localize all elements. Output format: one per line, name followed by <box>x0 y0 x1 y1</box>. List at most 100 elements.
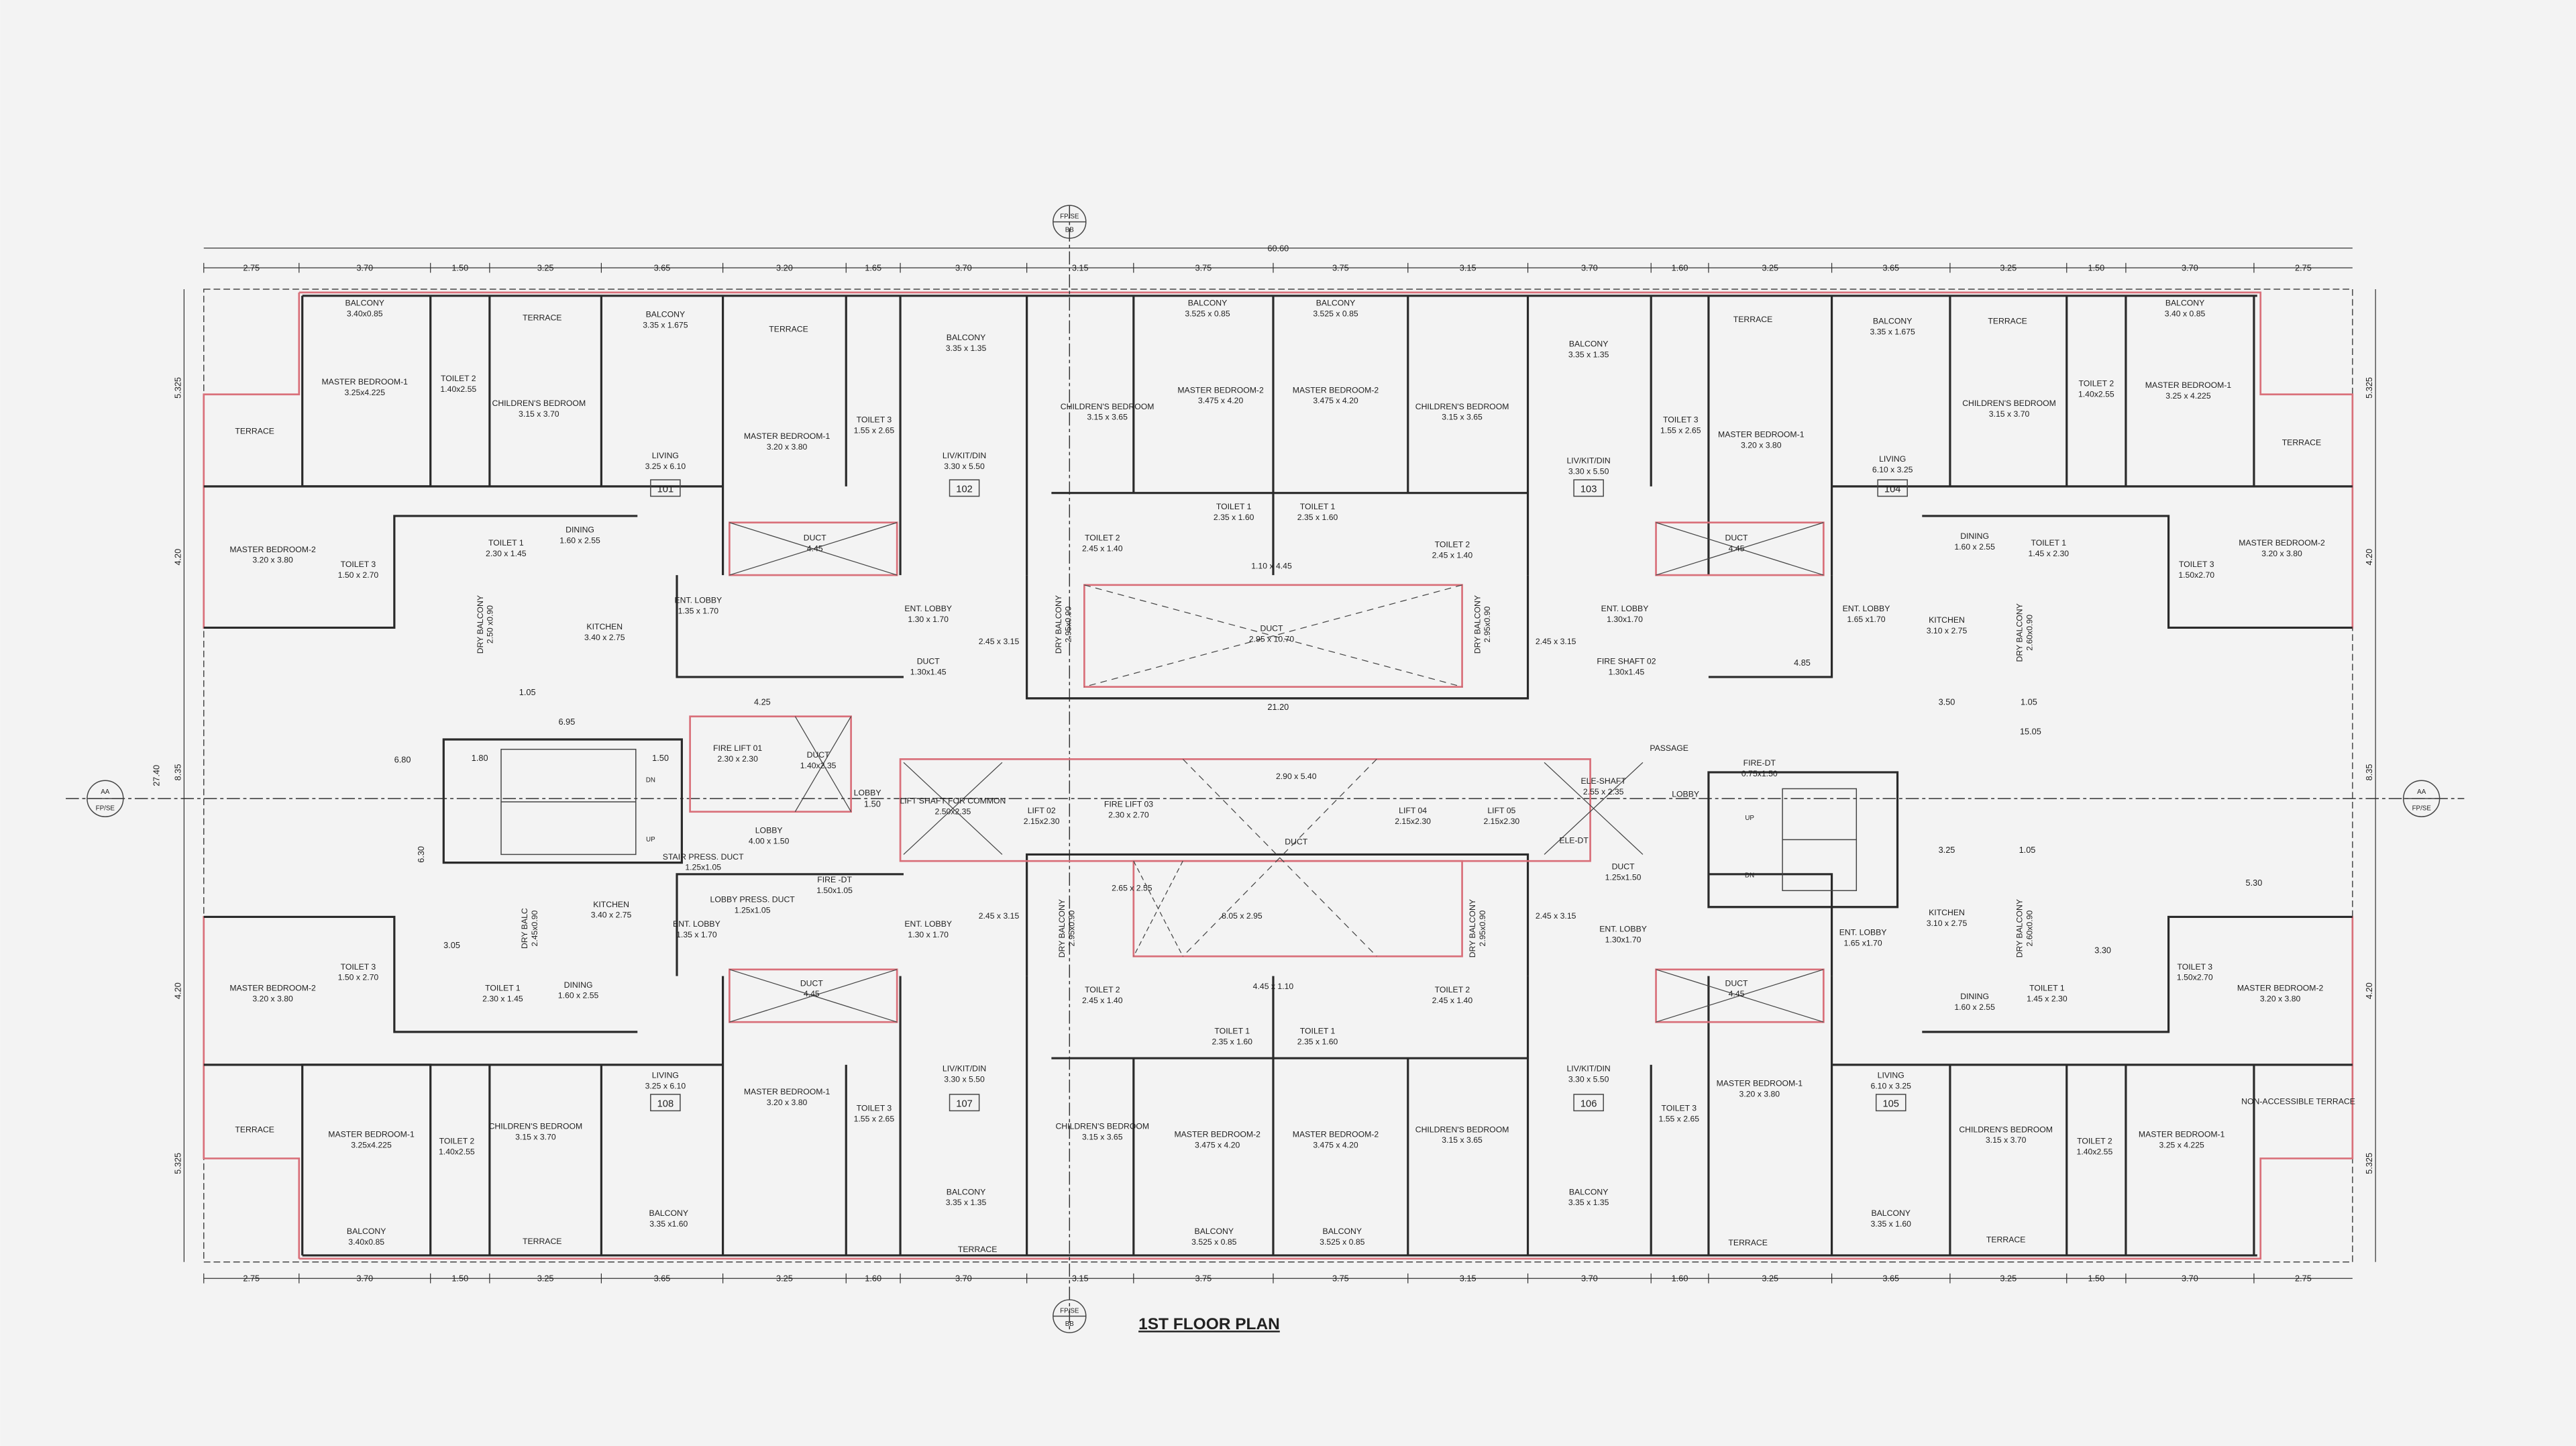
room-size: 1.40x2.55 <box>440 384 476 394</box>
dry-balcony-name: DRY BALCONY <box>2015 603 2025 662</box>
room-size: 2.45 x 1.40 <box>1432 996 1473 1005</box>
room-size: 3.15 x 3.65 <box>1442 1135 1483 1145</box>
room-name: TERRACE <box>235 1125 274 1134</box>
dimension-label: 6.95 <box>559 717 576 727</box>
room-size: 2.15x2.30 <box>1024 817 1060 826</box>
dimension-label: 3.25 <box>1939 845 1955 855</box>
room-name: DUCT <box>804 533 827 543</box>
room-name: DINING <box>566 525 594 534</box>
dimension-label: 1.60 <box>1672 263 1688 273</box>
room-size: 3.40x0.85 <box>348 1237 384 1247</box>
room-size: 3.40 x 0.85 <box>2165 309 2206 318</box>
room-size: 4.45 x 1.10 <box>1253 982 1294 991</box>
room-size: 3.30 x 5.50 <box>944 1075 985 1084</box>
dimension-label: 4.20 <box>172 982 182 999</box>
dimension-label: 2.75 <box>2295 1274 2312 1284</box>
room-size: 3.20 x 3.80 <box>1739 1090 1780 1099</box>
room-size: 1.60 x 2.55 <box>1954 1002 1995 1012</box>
room-name: BALCONY <box>1316 298 1355 307</box>
room-size: 4.45 <box>804 989 820 998</box>
stair-down-label: DN <box>1745 872 1754 880</box>
room-size: 1.30 x 1.70 <box>908 930 949 939</box>
dry-balcony-name: DRY BALCONY <box>1473 595 1483 654</box>
dry-balcony-size: 2.95x0.90 <box>1064 607 1073 643</box>
dimension-label: 6.80 <box>394 754 411 764</box>
dimension-label: 3.25 <box>537 1274 554 1284</box>
room-size: 3.10 x 2.75 <box>1927 626 1968 635</box>
room-size: 1.30x1.45 <box>910 667 947 676</box>
room-name: ENT. LOBBY <box>1839 927 1887 937</box>
room-size: 3.475 x 4.20 <box>1313 396 1358 405</box>
room-name: KITCHEN <box>1929 615 1965 625</box>
room-size: 2.15x2.30 <box>1395 817 1431 826</box>
room-name: ENT. LOBBY <box>1601 604 1649 613</box>
dimension-label: 1.50 <box>864 798 881 809</box>
room-size: 3.40 x 2.75 <box>584 633 625 642</box>
room-name: DUCT <box>1612 862 1635 871</box>
dry-balcony-size: 2.95x0.90 <box>1067 911 1077 947</box>
room-name: CHILDREN'S BEDROOM <box>1055 1121 1149 1131</box>
dimension-label: 5.325 <box>172 377 182 399</box>
room-name: BALCONY <box>947 333 985 342</box>
room-name: BALCONY <box>1188 298 1227 307</box>
room-size: 4.00 x 1.50 <box>749 836 790 845</box>
dimension-label: 6.30 <box>416 846 426 863</box>
room-size: 3.20 x 3.80 <box>252 994 293 1004</box>
room-name: DUCT <box>800 978 824 988</box>
room-size: 1.50x2.70 <box>2178 570 2214 580</box>
room-size: 2.30 x 1.45 <box>482 994 523 1004</box>
room-size: 3.15 x 3.70 <box>515 1132 556 1141</box>
plan-title: 1ST FLOOR PLAN <box>1138 1315 1280 1333</box>
dimension-label: 3.65 <box>654 1274 671 1284</box>
room-name: DUCT <box>1725 978 1749 988</box>
dry-balcony-size: 2.60x0.90 <box>2025 911 2034 947</box>
marker-text: AA <box>2417 788 2426 796</box>
room-name: ELE-SHAFT <box>1581 776 1627 786</box>
room-name: LOBBY PRESS. DUCT <box>710 894 796 904</box>
room-size: 1.40x2.55 <box>2077 1147 2113 1156</box>
room-name: TOILET 1 <box>1216 502 1252 511</box>
room-size: 3.15 x 3.65 <box>1442 413 1483 422</box>
room-size: 1.50x2.70 <box>2177 973 2213 982</box>
room-size: 1.60 x 2.55 <box>558 991 599 1000</box>
room-name: TOILET 3 <box>2177 962 2212 972</box>
dimension-label: 3.25 <box>776 1274 793 1284</box>
room-size: 3.20 x 3.80 <box>2260 994 2301 1004</box>
room-size: 0.75x1.50 <box>1741 769 1778 778</box>
dry-balcony-name: DRY BALCONY <box>1468 899 1477 958</box>
unit-number: 108 <box>657 1098 674 1109</box>
room-name: CHILDREN'S BEDROOM <box>492 399 586 408</box>
room-name: TERRACE <box>523 1237 561 1246</box>
room-size: 3.525 x 0.85 <box>1320 1237 1365 1247</box>
room-size: 1.30x1.70 <box>1607 615 1643 624</box>
room-name: TOILET 3 <box>1663 415 1699 424</box>
room-size: 3.15 x 3.65 <box>1082 1132 1123 1141</box>
room-size: 1.55 x 2.65 <box>854 425 895 435</box>
paper-fold <box>2300 164 2314 1381</box>
stair-up-label: UP <box>646 836 655 843</box>
dimension-label: 3.15 <box>1072 263 1089 273</box>
dimension-label: 2.75 <box>243 263 260 273</box>
room-size: 1.60 x 2.55 <box>559 535 600 545</box>
room-name: CHILDREN'S BEDROOM <box>489 1121 583 1131</box>
room-name: TERRACE <box>1988 316 2027 325</box>
dimension-label: 5.325 <box>172 1153 182 1174</box>
dimension-label: 3.70 <box>356 1274 373 1284</box>
room-size: 3.20 x 3.80 <box>252 556 293 565</box>
room-size: 3.25x4.225 <box>344 388 385 397</box>
room-name: TOILET 2 <box>2079 378 2114 388</box>
overall-dimension: 60.60 <box>203 244 2353 1279</box>
dimension-label: 1.50 <box>451 263 468 273</box>
room-size: 1.45 x 2.30 <box>2027 994 2068 1004</box>
marker-text: FP/SE <box>1060 1308 1079 1315</box>
dimension-label: 3.20 <box>776 263 793 273</box>
room-name: LIVING <box>1879 454 1906 464</box>
dry-balcony-size: 2.60x0.90 <box>2025 615 2034 651</box>
room-size: 1.50 x 2.70 <box>338 973 379 982</box>
room-size: 2.35 x 1.60 <box>1212 1037 1252 1046</box>
unit-number: 103 <box>1580 484 1597 495</box>
room-size: 3.30 x 5.50 <box>944 462 985 471</box>
room-name: MASTER BEDROOM-1 <box>2139 1130 2225 1139</box>
room-name: DINING <box>1960 531 1989 541</box>
